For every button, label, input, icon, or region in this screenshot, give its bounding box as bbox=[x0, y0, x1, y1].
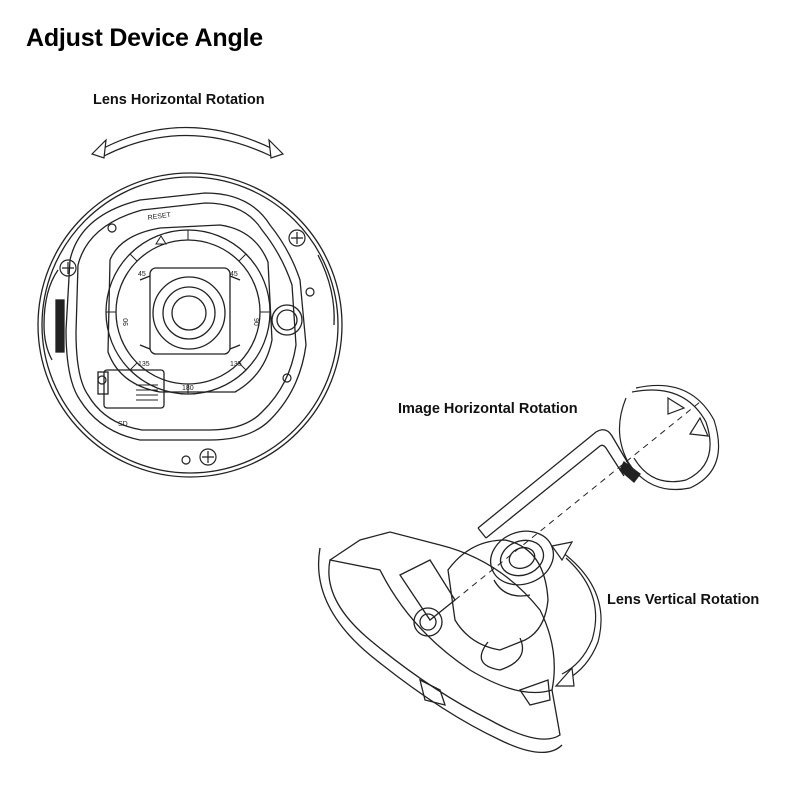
page-title: Adjust Device Angle bbox=[26, 24, 263, 52]
lens-vertical-rotation-label: Lens Vertical Rotation bbox=[607, 592, 760, 608]
svg-text:135: 135 bbox=[138, 361, 150, 368]
svg-text:45: 45 bbox=[230, 271, 238, 278]
lens-horizontal-rotation-arrow bbox=[90, 126, 285, 159]
screw-icons bbox=[59, 223, 315, 466]
camera-side-view bbox=[317, 530, 563, 754]
screw-bottom-icon bbox=[199, 448, 217, 466]
warning-icon bbox=[155, 235, 167, 245]
rotation-axis-line bbox=[454, 401, 701, 601]
lens-vertical-rotation-arrow bbox=[550, 541, 602, 687]
svg-text:45: 45 bbox=[138, 271, 146, 278]
svg-text:RESET: RESET bbox=[147, 212, 172, 222]
screw-right-icon bbox=[288, 229, 306, 247]
svg-text:90: 90 bbox=[252, 318, 259, 326]
camera-top-view bbox=[37, 172, 343, 478]
l-wrench-icon bbox=[477, 429, 641, 539]
svg-text:135: 135 bbox=[230, 361, 242, 368]
svg-text:90: 90 bbox=[123, 318, 130, 326]
svg-text:180: 180 bbox=[182, 385, 194, 392]
lens-horizontal-rotation-label: Lens Horizontal Rotation bbox=[93, 92, 265, 108]
screw-left-icon bbox=[59, 259, 77, 277]
image-horizontal-rotation-label: Image Horizontal Rotation bbox=[398, 401, 578, 417]
device-marks: RESET 45 45 90 90 135 135 180 SD bbox=[118, 212, 259, 428]
svg-text:SD: SD bbox=[118, 421, 128, 428]
image-horizontal-rotation-arrow bbox=[618, 384, 720, 491]
